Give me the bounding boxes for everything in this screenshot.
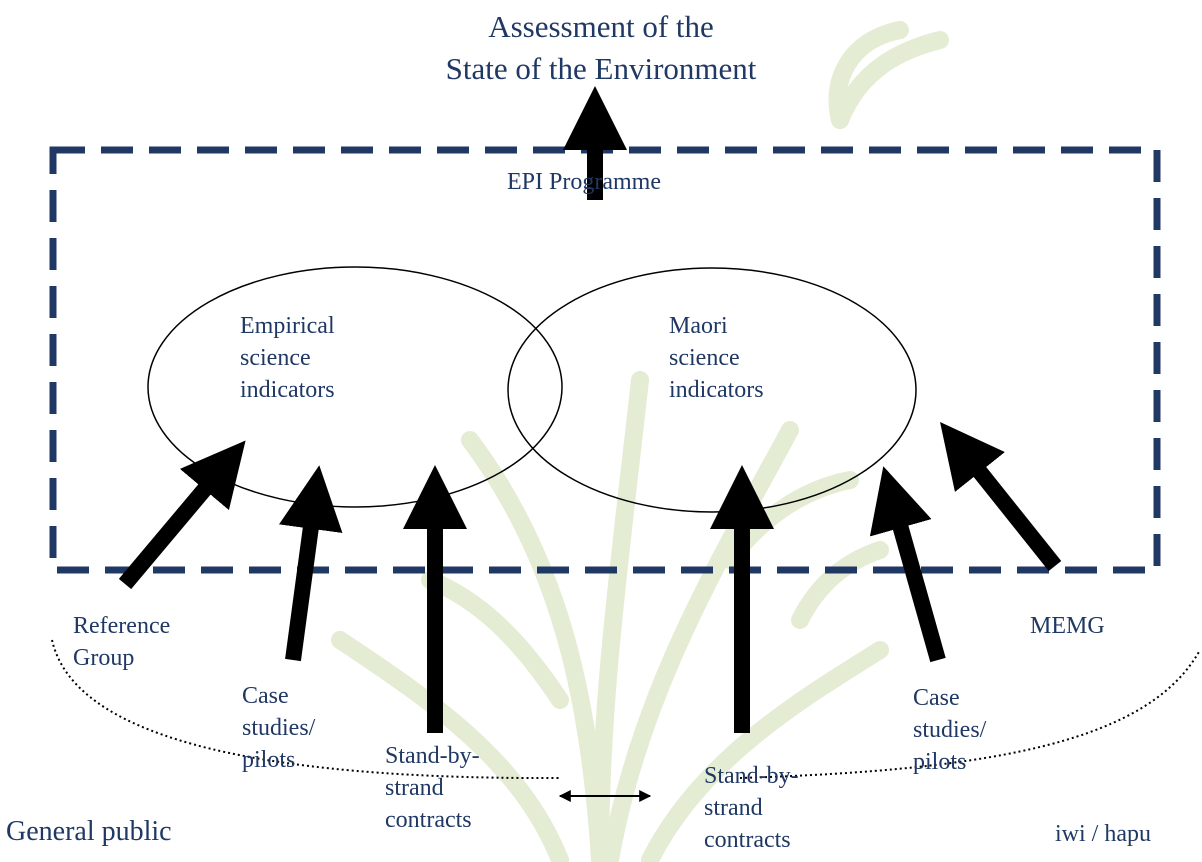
epi-programme-boundary — [49, 146, 1161, 574]
arrow-case-studies-left — [279, 465, 343, 662]
general-public-label: General public — [6, 816, 172, 847]
arrow-case-studies-right — [869, 466, 946, 663]
memg-label: MEMG — [1030, 613, 1105, 639]
reference-group-label: Reference Group — [73, 613, 171, 671]
arrow-memg — [940, 421, 1062, 571]
background-plant-watermark — [331, 21, 949, 862]
iwi-arc — [739, 649, 1201, 779]
arrow-reference-group — [118, 440, 246, 590]
stand-by-strand-left-label: Stand-by- strand contracts — [385, 743, 480, 833]
assessment-title-line1: Assessment of the — [488, 9, 714, 44]
maori-science-label: Maori science indicators — [669, 313, 764, 403]
assessment-title-line2: State of the Environment — [445, 51, 757, 86]
iwi-hapu-label: iwi / hapu — [1055, 821, 1151, 847]
epi-programme-label: EPI Programme — [507, 169, 661, 195]
case-studies-left-label: Case studies/ pilots — [242, 683, 316, 773]
case-studies-right-label: Case studies/ pilots — [913, 685, 987, 775]
empirical-science-circle — [147, 266, 563, 508]
public-arc — [51, 639, 561, 780]
stand-by-strand-right-label: Stand-by- strand contracts — [704, 763, 799, 853]
empirical-science-label: Empirical science indicators — [240, 313, 335, 403]
